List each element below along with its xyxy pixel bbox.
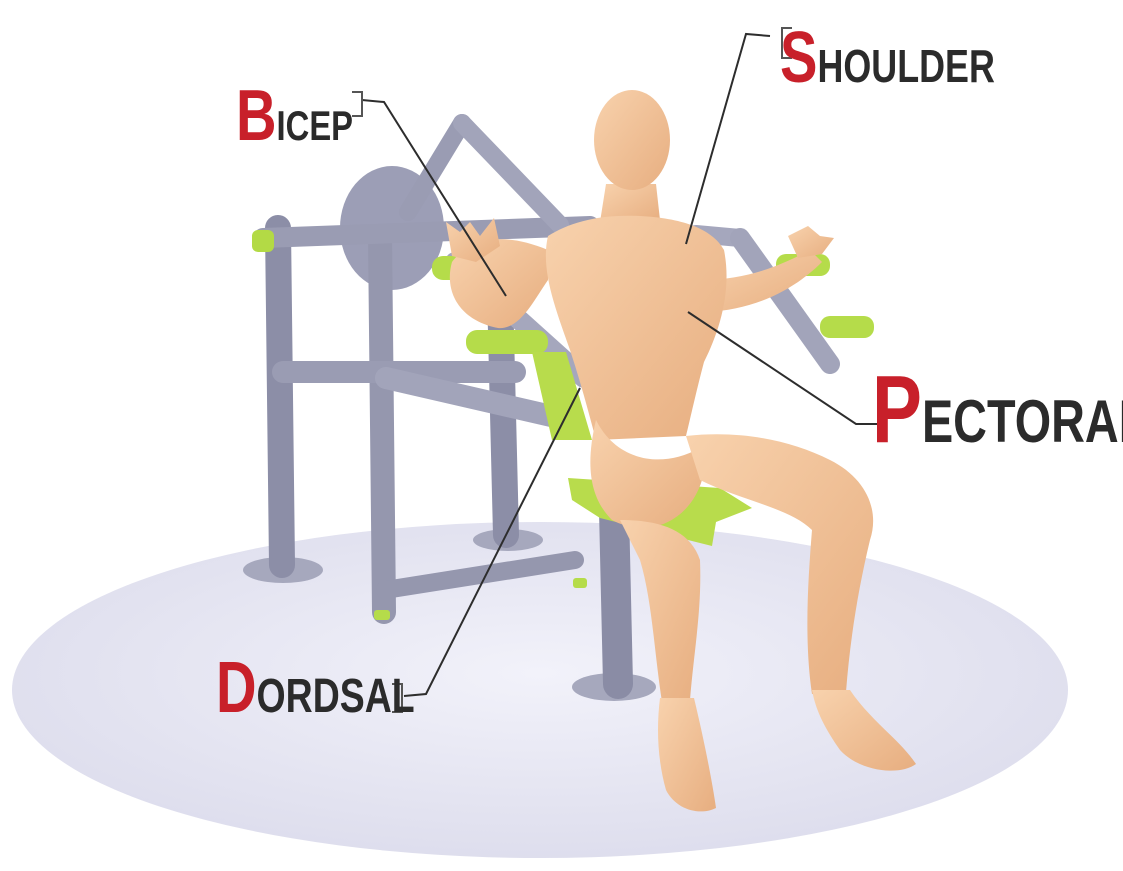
label-pectoral: PECTORAL — [872, 362, 1123, 458]
label-dordsal: DORDSAL — [216, 652, 415, 724]
label-bicep-rest: ICEP — [277, 102, 353, 149]
label-shoulder-initial: S — [780, 18, 817, 98]
label-bicep-initial: B — [236, 76, 277, 156]
label-bicep: BICEP — [236, 80, 353, 152]
label-dordsal-rest: ORDSAL — [257, 670, 415, 723]
label-pectoral-initial: P — [872, 356, 922, 463]
label-dordsal-initial: D — [216, 648, 257, 728]
label-pectoral-rest: ECTORAL — [922, 388, 1123, 455]
label-shoulder-rest: HOULDER — [817, 40, 994, 92]
leader-line-shoulder — [686, 34, 770, 244]
label-shoulder: SHOULDER — [780, 22, 995, 94]
